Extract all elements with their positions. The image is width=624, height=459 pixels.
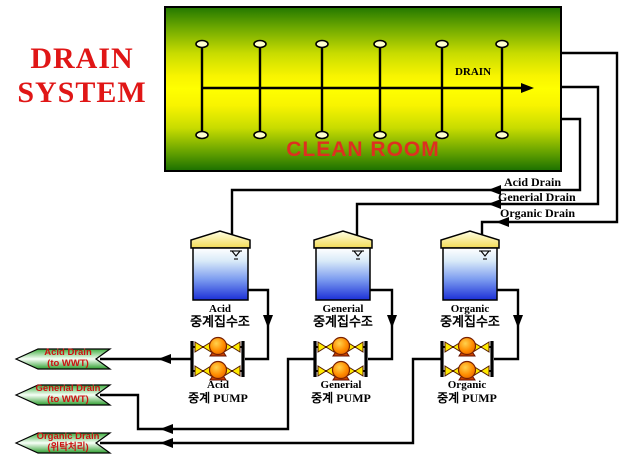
tank-name: Acid — [209, 303, 231, 315]
arrowhead-down — [263, 315, 273, 328]
page-title: DRAIN SYSTEM — [2, 42, 162, 110]
arrowhead-left — [488, 185, 501, 195]
tank-name: Generial — [322, 303, 364, 315]
pump-icon — [208, 336, 228, 381]
pump-assembly-organic — [440, 336, 494, 381]
equipment-rail — [373, 39, 387, 140]
pump-label-generial: Generial 중계 PUMP — [286, 379, 396, 405]
tank-organic — [440, 230, 500, 301]
arrowhead-right — [521, 83, 534, 93]
title-line-2: SYSTEM — [17, 76, 147, 109]
pump-icon — [457, 336, 477, 381]
drain-arrow-label: DRAIN — [454, 66, 492, 78]
clean-room-label: CLEAN ROOM — [286, 138, 440, 161]
outfall-line-1: Generial Drain — [35, 383, 101, 394]
arrowhead-left — [160, 438, 173, 448]
tank-roof — [313, 230, 373, 249]
equipment-rail — [315, 39, 329, 140]
outfall-label-acid: Acid Drain (to WWT) — [28, 347, 108, 369]
arrowhead-down — [513, 315, 523, 328]
outfall-line-1: Organic Drain — [36, 431, 100, 442]
generial-drain-line-label: Generial Drain — [498, 190, 576, 204]
generial-drain-line — [355, 85, 600, 240]
water-level-icon — [230, 250, 242, 260]
pump-icon — [331, 336, 351, 381]
drain-routing-lines — [230, 51, 619, 240]
arrowhead-left — [160, 424, 173, 434]
acid-drain-line — [230, 117, 582, 240]
clean-room-equipment — [195, 39, 509, 140]
organic-drain-line-label: Organic Drain — [500, 206, 575, 220]
pump-assembly-acid — [190, 336, 245, 381]
tank-label-acid: Acid 중계집수조 — [165, 303, 275, 329]
pump-assembly-generial — [313, 336, 368, 381]
outfall-banner-acid — [14, 348, 112, 370]
pump-korean-label: 중계 PUMP — [311, 391, 371, 405]
water-level-icon — [352, 250, 364, 260]
pump-label-acid: Acid 중계 PUMP — [163, 379, 273, 405]
organic-drain-line — [480, 51, 619, 240]
equipment-rail — [253, 39, 267, 140]
outfall-line-2: (to WWT) — [47, 357, 89, 369]
outfall-banner-organic — [14, 432, 112, 454]
generial-discharge-line — [100, 357, 315, 434]
tank-acid — [190, 230, 251, 301]
pump-name: Acid — [207, 379, 229, 391]
water-level-icon — [479, 250, 491, 260]
arrowhead-left — [158, 354, 171, 364]
tank-generial — [313, 230, 373, 301]
equipment-rail — [495, 39, 509, 140]
tank-body — [315, 247, 371, 301]
arrowhead-down — [387, 315, 397, 328]
title-line-1: DRAIN — [30, 42, 134, 75]
tank-korean-label: 중계집수조 — [313, 314, 373, 329]
tank-roof — [190, 230, 251, 249]
acid-drain-line-label: Acid Drain — [504, 175, 561, 189]
outfall-label-generial: Generial Drain (to WWT) — [28, 383, 108, 405]
pump-korean-label: 중계 PUMP — [437, 391, 497, 405]
outfall-line-2: (to WWT) — [47, 393, 89, 405]
acid-discharge-line — [100, 354, 192, 364]
drain-arrow — [202, 83, 534, 93]
pump-korean-label: 중계 PUMP — [188, 391, 248, 405]
acid-tank-outlet — [245, 288, 273, 361]
equipment-rail — [435, 39, 449, 140]
tank-label-generial: Generial 중계집수조 — [288, 303, 398, 329]
pump-name: Generial — [320, 379, 362, 391]
outfall-line-1: Acid Drain — [44, 347, 92, 358]
tank-outlet-lines — [245, 288, 523, 361]
outfall-banners — [14, 348, 112, 454]
arrowhead-left — [496, 217, 509, 227]
tank-roof — [440, 230, 500, 249]
pump-discharge-lines — [100, 354, 442, 448]
tank-label-organic: Organic 중계집수조 — [415, 303, 525, 329]
tank-korean-label: 중계집수조 — [190, 314, 250, 329]
outfall-line-2: (위탁처리) — [47, 441, 89, 453]
tank-korean-label: 중계집수조 — [440, 314, 500, 329]
organic-tank-outlet — [494, 288, 523, 361]
equipment-rail — [195, 39, 209, 140]
generial-tank-outlet — [368, 288, 397, 361]
tank-name: Organic — [450, 303, 490, 315]
pump-label-organic: Organic 중계 PUMP — [412, 379, 522, 405]
outfall-label-organic: Organic Drain (위탁처리) — [28, 431, 108, 453]
pump-name: Organic — [447, 379, 487, 391]
outfall-banner-generial — [14, 384, 112, 406]
tank-body — [192, 247, 249, 301]
tanks-group — [190, 230, 500, 301]
pump-assemblies — [190, 336, 494, 381]
tank-body — [442, 247, 498, 301]
organic-discharge-line — [100, 357, 442, 448]
arrowhead-left — [488, 199, 501, 209]
